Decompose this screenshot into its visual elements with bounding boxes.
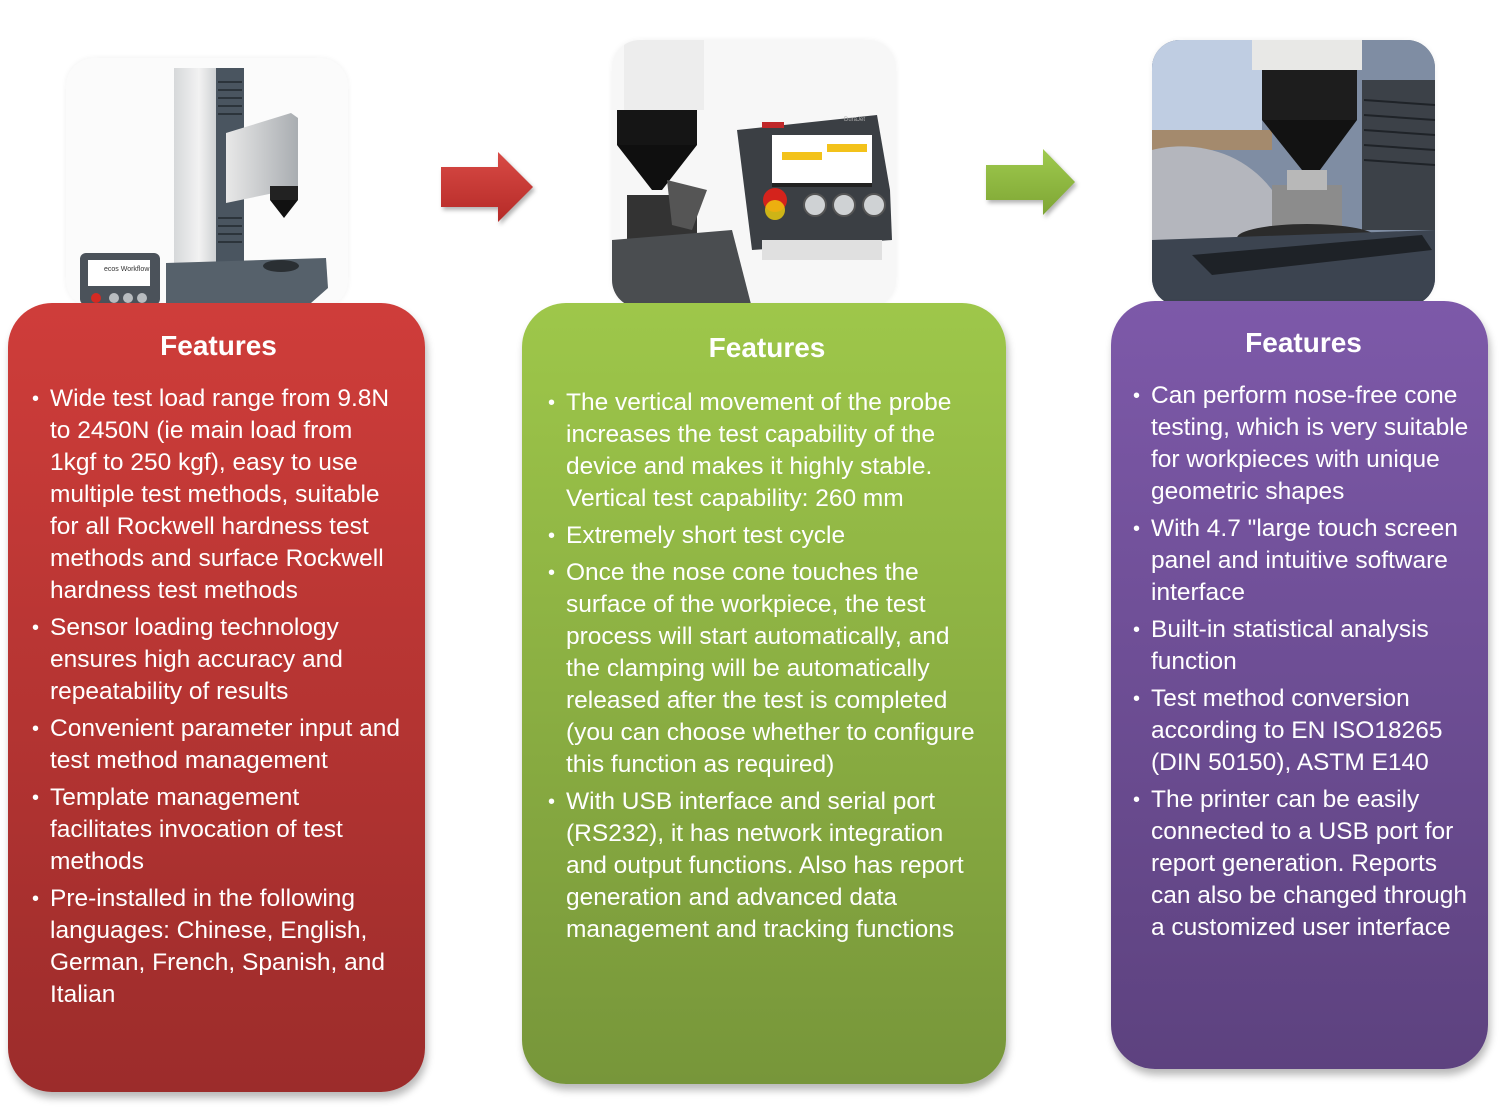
feature-bullet: Can perform nose-free cone testing, whic… (1133, 380, 1474, 508)
features-card-3-title: Features (1245, 327, 1362, 358)
feature-bullet: Sensor loading technology ensures high a… (32, 612, 405, 708)
feature-bullet: With USB interface and serial port (RS23… (548, 786, 986, 946)
feature-bullet: Wide test load range from 9.8N to 2450N … (32, 383, 405, 607)
durajet-panel-label: DuraJet (844, 117, 866, 123)
features-card-2-title: Features (708, 332, 826, 363)
features-card-3-list: Can perform nose-free cone testing, whic… (1133, 380, 1474, 944)
feature-bullet: Pre-installed in the following languages… (32, 883, 405, 1011)
feature-bullet: Convenient parameter input and test meth… (32, 713, 405, 777)
arrow-right-icon-red (441, 152, 533, 222)
feature-bullet: Built-in statistical analysis function (1133, 614, 1474, 678)
feature-bullet: Once the nose cone touches the surface o… (548, 557, 986, 781)
feature-bullet: The vertical movement of the probe incre… (548, 387, 986, 515)
gear-test-illustration (1152, 40, 1435, 306)
control-panel-illustration (612, 40, 892, 308)
feature-bullet: Test method conversion according to EN I… (1133, 683, 1474, 779)
arrow-right-icon-green (986, 149, 1075, 215)
hardness-tester-illustration (80, 68, 328, 305)
product-photo-rockwell-tester (66, 58, 348, 308)
feature-bullet: With 4.7 "large touch screen panel and i… (1133, 513, 1474, 609)
feature-bullet: Extremely short test cycle (548, 520, 986, 552)
features-card-2-list: The vertical movement of the probe incre… (548, 387, 986, 946)
features-card-3: Features Can perform nose-free cone test… (1111, 301, 1488, 1069)
product-photo-gear-testing (1152, 40, 1435, 306)
features-card-1-list: Wide test load range from 9.8N to 2450N … (32, 383, 405, 1011)
feature-bullet: The printer can be easily connected to a… (1133, 784, 1474, 944)
features-card-2: Features The vertical movement of the pr… (522, 303, 1006, 1084)
ecos-workflow-screen-label: ecos Workflow (104, 266, 150, 273)
features-card-1: Features Wide test load range from 9.8N … (8, 303, 425, 1092)
features-card-1-title: Features (160, 330, 277, 361)
feature-bullet: Template management facilitates invocati… (32, 782, 405, 878)
product-photo-durajet-panel (612, 40, 896, 308)
